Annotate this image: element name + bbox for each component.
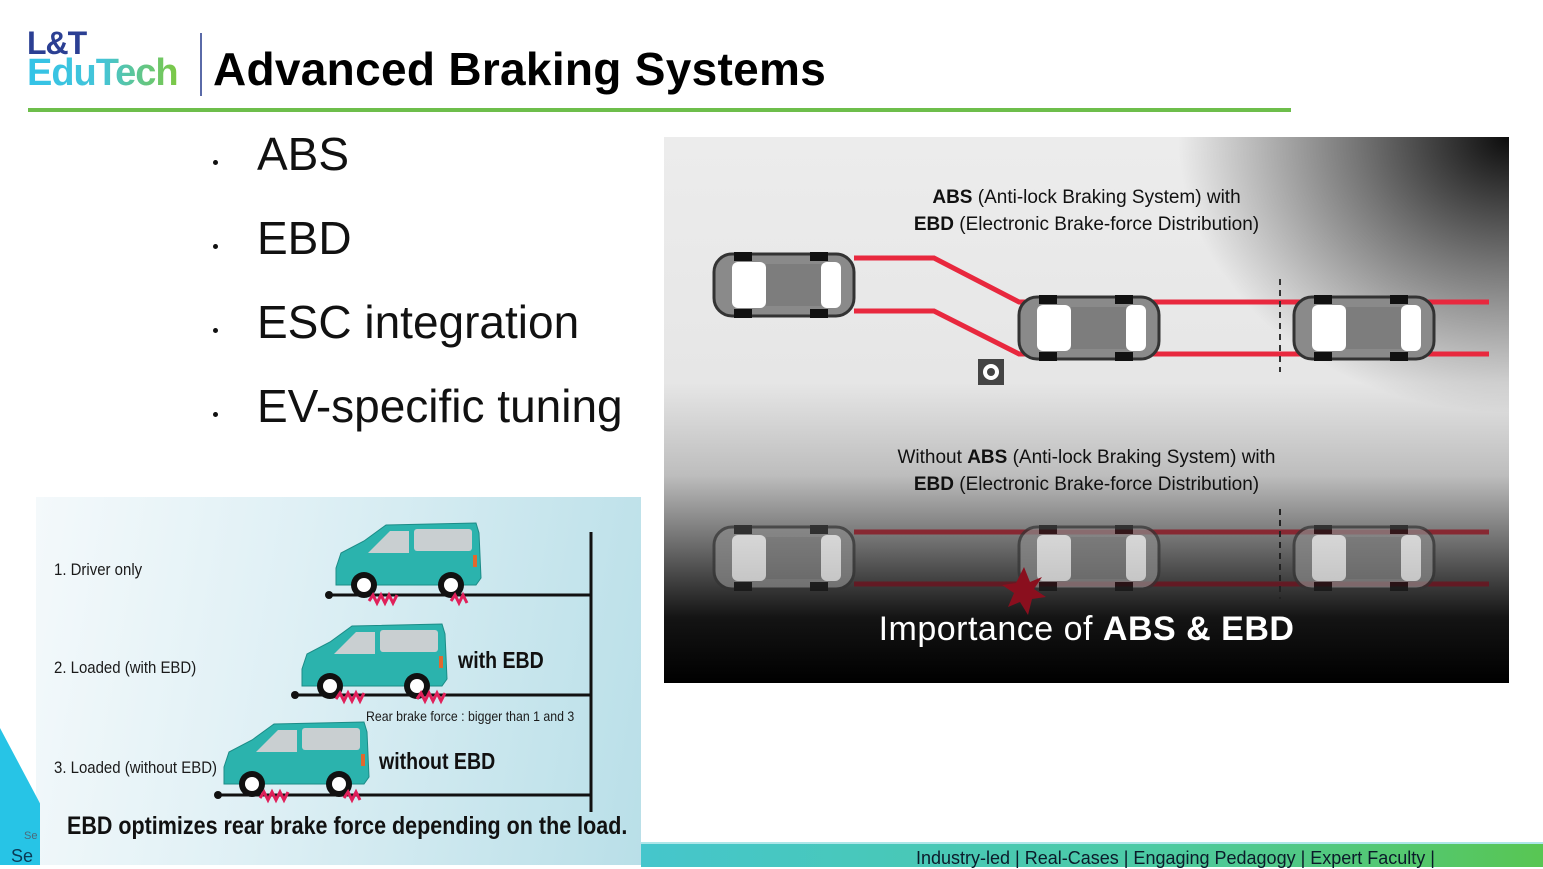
abs-caption-bottom: Without ABS (Anti-lock Braking System) w… [897, 447, 1276, 495]
abs-track-top [854, 255, 1489, 357]
car-icon [1017, 293, 1161, 363]
ebd-row3-label: 3. Loaded (without EBD) [54, 758, 217, 777]
title-underline [28, 108, 1291, 112]
topic-list: ABS EBD ESC integration EV-specific tuni… [210, 128, 623, 464]
abs-caption-top: ABS (Anti-lock Braking System) with EBD … [913, 187, 1260, 235]
list-item-text: EV-specific tuning [257, 380, 623, 432]
list-item-text: EBD [257, 212, 352, 264]
logo-line-1: L&T [27, 25, 87, 61]
list-item: EV-specific tuning [210, 380, 623, 464]
ebd-footnote: EBD optimizes rear brake force depending… [67, 812, 628, 840]
ebd-row2-note: Rear brake force : bigger than 1 and 3 [366, 708, 575, 724]
car-icon [1292, 523, 1436, 593]
corner-shade [1149, 137, 1509, 437]
van-icon [335, 522, 482, 599]
ebd-row2-label: 2. Loaded (with EBD) [54, 658, 197, 677]
abs-ebd-illustration: ABS (Anti-lock Braking System) with EBD … [664, 137, 1509, 683]
list-item-text: ESC integration [257, 296, 580, 348]
ebd-row1-label: 1. Driver only [54, 560, 143, 579]
header-divider [200, 33, 202, 96]
ebd-illustration: 1. Driver only 2. Loaded (with EBD) with… [36, 497, 641, 865]
bullet-icon [213, 244, 218, 249]
ebd-row3-tag: without EBD [379, 748, 496, 774]
lt-edutech-logo: L&T EduTech [27, 25, 179, 95]
collision-burst-icon [1002, 567, 1046, 615]
footer-left-small-text: Se [24, 830, 38, 842]
bullet-icon [213, 412, 218, 417]
van-icon [223, 721, 370, 798]
page-title: Advanced Braking Systems [213, 43, 827, 95]
footer-tagline: Industry-led | Real-Cases | Engaging Ped… [916, 848, 1435, 868]
footer-left-text: Se [11, 846, 34, 866]
logo-line-2: EduTech [27, 52, 179, 95]
list-item: EBD [210, 212, 623, 296]
abs-tracks-drawing [712, 250, 1489, 615]
list-item: ABS [210, 128, 623, 212]
footer-bar: Industry-led | Real-Cases | Engaging Ped… [641, 842, 1543, 868]
importance-banner: Importance of ABS & EBD [878, 610, 1295, 648]
van-icon [301, 623, 448, 700]
car-icon [712, 523, 856, 593]
ebd-row2-tag: with EBD [458, 647, 544, 673]
bullet-icon [213, 160, 218, 165]
bullet-icon [213, 328, 218, 333]
footer-accent-wedge [0, 728, 40, 865]
list-item-text: ABS [257, 128, 350, 180]
obstacle-icon [978, 359, 1004, 385]
car-icon [712, 250, 856, 320]
ebd-vans-drawing [214, 522, 593, 812]
list-item: ESC integration [210, 296, 623, 380]
car-icon [1017, 523, 1161, 593]
car-icon [1292, 293, 1436, 363]
